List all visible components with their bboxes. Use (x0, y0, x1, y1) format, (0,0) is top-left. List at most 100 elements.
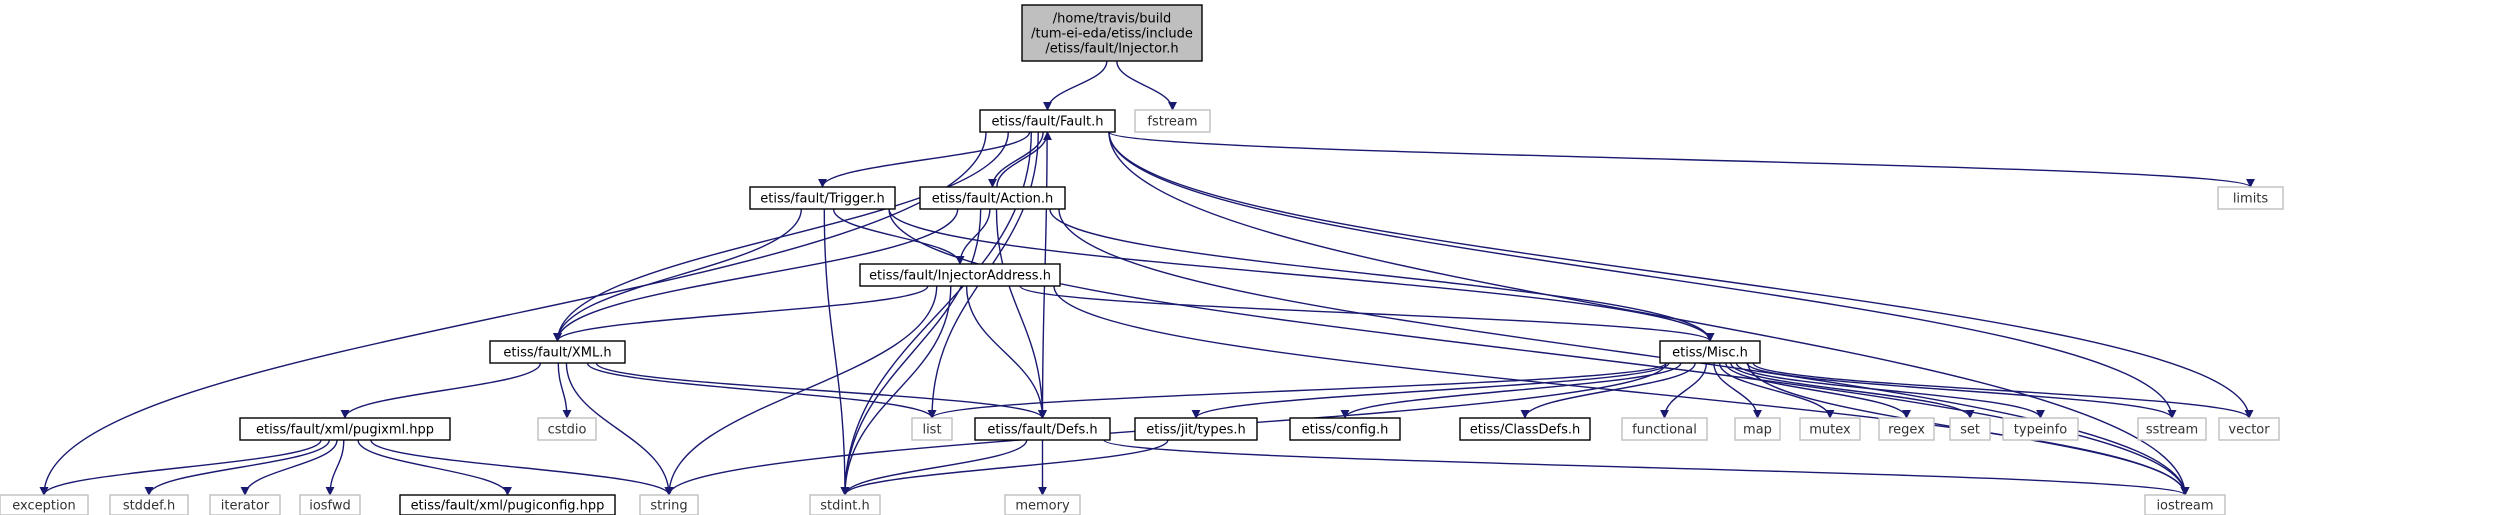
node-label: etiss/fault/XML.h (503, 346, 611, 361)
node-label: sstream (2146, 423, 2198, 438)
node-limits: limits (2217, 186, 2284, 210)
node-label: iosfwd (309, 499, 351, 514)
node-pugiconfig-hpp[interactable]: etiss/fault/xml/pugiconfig.hpp (399, 494, 616, 515)
node-mutex: mutex (1799, 417, 1861, 441)
node-iterator: iterator (209, 494, 281, 515)
node-label: /tum-ei-eda/etiss/include (1031, 27, 1193, 42)
node-label: /home/travis/build (1053, 12, 1171, 27)
node-label: mutex (1809, 423, 1851, 438)
edge-fault-h-to-sstream (1108, 131, 2177, 419)
node-box (1949, 417, 1991, 441)
edge-misc-h-to-set (1730, 362, 1975, 419)
node-label: exception (12, 499, 76, 514)
edge-fault-h-to-limits (1108, 131, 2255, 188)
node-map: map (1734, 417, 1781, 441)
node-jit-types-h[interactable]: etiss/jit/types.h (1134, 417, 1258, 441)
node-label: typeinfo (2014, 423, 2067, 438)
edge-misc-h-to-sstream (1746, 362, 2177, 419)
node-box (1134, 417, 1258, 441)
node-box (239, 417, 451, 441)
edge-action-h-to-injaddr-h (955, 208, 991, 265)
node-box (109, 494, 189, 515)
node-defs-h[interactable]: etiss/fault/Defs.h (974, 417, 1111, 441)
edge-injaddr-h-to-iostream (1053, 285, 2190, 496)
node-box (1459, 417, 1591, 441)
node-box (2137, 417, 2207, 441)
edge-misc-h-to-functional (1660, 362, 1708, 419)
node-pugixml-hpp[interactable]: etiss/fault/xml/pugixml.hpp (239, 417, 451, 441)
edge-action-h-to-iostream (1058, 208, 2190, 496)
node-label: etiss/ClassDefs.h (1470, 423, 1581, 438)
node-label: regex (1888, 423, 1925, 438)
edge-pugixml-hpp-to-pugiconfig-hpp (357, 439, 512, 496)
node-injaddr-h[interactable]: etiss/fault/InjectorAddress.h (859, 263, 1061, 287)
node-action-h[interactable]: etiss/fault/Action.h (919, 186, 1066, 210)
node-box (1021, 4, 1203, 62)
edge-xml-h-to-cstdio (557, 362, 572, 419)
edge-trigger-h-to-stdint-h (823, 208, 850, 496)
edge-misc-h-to-vector (1752, 362, 2254, 419)
edge-fault-h-to-action-h (988, 131, 1044, 188)
node-box (2144, 494, 2226, 515)
node-memory: memory (1004, 494, 1081, 515)
edge-injaddr-h-to-xml-h (553, 285, 929, 342)
edge-jit-types-h-to-stdint-h (840, 439, 1169, 496)
node-regex: regex (1878, 417, 1935, 441)
edge-fault-h-to-vector (1108, 131, 2254, 419)
node-label: stddef.h (123, 499, 175, 514)
edge-trigger-h-to-xml-h (553, 208, 802, 342)
node-trigger-h[interactable]: etiss/fault/Trigger.h (749, 186, 896, 210)
edge-fault-h-to-trigger-h (818, 131, 1031, 188)
node-label: etiss/fault/xml/pugixml.hpp (256, 423, 434, 438)
edge-misc-h-to-config-h (1340, 362, 1682, 419)
node-label: limits (2233, 192, 2269, 207)
node-label: iostream (2156, 499, 2213, 514)
edge-action-h-to-defs-h (995, 208, 1047, 419)
node-label: vector (2228, 423, 2270, 438)
edge-xml-h-to-list (586, 362, 937, 419)
edge-defs-h-to-stdint-h (840, 439, 1028, 496)
edge-misc-h-to-jit-types-h (1191, 362, 1670, 419)
node-label: etiss/fault/InjectorAddress.h (869, 269, 1051, 284)
node-label: etiss/fault/Defs.h (987, 423, 1097, 438)
edge-action-h-to-misc-h (1049, 208, 1715, 342)
node-root[interactable]: /home/travis/build/tum-ei-eda/etiss/incl… (1021, 4, 1203, 62)
node-set: set (1949, 417, 1991, 441)
edge-xml-h-to-pugixml-hpp (340, 362, 542, 419)
node-fstream: fstream (1134, 109, 1211, 133)
node-fault-h[interactable]: etiss/fault/Fault.h (979, 109, 1116, 133)
edge-pugixml-hpp-to-string (370, 439, 674, 496)
node-sstream: sstream (2137, 417, 2207, 441)
node-xml-h[interactable]: etiss/fault/XML.h (489, 340, 626, 364)
node-stddef-h: stddef.h (109, 494, 189, 515)
node-box (1621, 417, 1708, 441)
node-stdint-h: stdint.h (809, 494, 881, 515)
edge-root-to-fstream (1116, 60, 1177, 111)
node-config-h[interactable]: etiss/config.h (1289, 417, 1401, 441)
edge-injaddr-h-to-defs-h (965, 285, 1047, 419)
node-box (859, 263, 1061, 287)
node-label: etiss/jit/types.h (1146, 423, 1246, 438)
node-label: etiss/config.h (1302, 423, 1389, 438)
edge-pugixml-hpp-to-iosfwd (325, 439, 345, 496)
edge-misc-h-to-map (1713, 362, 1762, 419)
edge-action-h-to-stdint-h (840, 208, 982, 496)
node-functional: functional (1621, 417, 1708, 441)
node-label: etiss/fault/Fault.h (991, 115, 1103, 130)
edge-fault-h-to-iostream (1108, 131, 2190, 496)
edge-trigger-h-to-injaddr-h (832, 208, 965, 265)
node-cstdio: cstdio (537, 417, 597, 441)
node-misc-h[interactable]: etiss/Misc.h (1659, 340, 1761, 364)
node-classdefs-h[interactable]: etiss/ClassDefs.h (1459, 417, 1591, 441)
edge-xml-h-to-string (565, 362, 674, 496)
graph-nodes: /home/travis/build/tum-ei-eda/etiss/incl… (0, 4, 2284, 515)
node-box (2002, 417, 2079, 441)
node-label: /etiss/fault/Injector.h (1045, 42, 1178, 57)
node-box (299, 494, 361, 515)
node-list: list (911, 417, 953, 441)
node-label: functional (1632, 423, 1697, 438)
node-iosfwd: iosfwd (299, 494, 361, 515)
edge-injaddr-h-to-misc-h (1019, 285, 1715, 342)
node-label: etiss/Misc.h (1672, 346, 1748, 361)
